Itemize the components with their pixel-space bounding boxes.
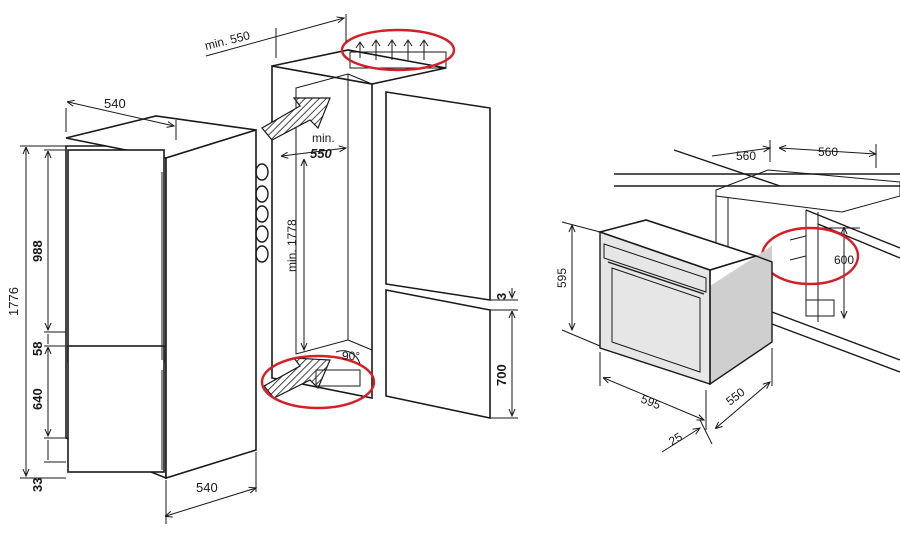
fridge-upper-door bbox=[67, 149, 165, 363]
niche-drawing: min. 550 90° min. 550 min. 1778 3 700 bbox=[203, 14, 518, 419]
niche-min-value: 550 bbox=[310, 146, 332, 161]
niche-upper-door bbox=[385, 91, 491, 301]
fridge-side bbox=[165, 128, 257, 480]
airflow-arrow-icon bbox=[355, 39, 429, 60]
niche-lower-door bbox=[385, 289, 491, 419]
niche-lower-door-label: 700 bbox=[494, 364, 509, 386]
niche-top-depth-label: min. 550 bbox=[203, 28, 251, 53]
oven-depth-label: 550 bbox=[723, 385, 748, 409]
fridge-gap-label: 58 bbox=[30, 342, 45, 356]
airflow-in-arrow-icon bbox=[261, 97, 331, 141]
oven-cabinet-depth-label: 560 bbox=[736, 149, 756, 163]
hinge-icon bbox=[255, 163, 269, 263]
fridge-drawing: 540 540 1776 988 58 640 33 bbox=[6, 96, 269, 524]
oven-width-label: 595 bbox=[639, 392, 663, 413]
niche-top-gap-label: 3 bbox=[494, 293, 509, 300]
fridge-upper-door-label: 988 bbox=[30, 240, 45, 262]
oven-height-label: 595 bbox=[555, 268, 569, 288]
airflow-bottom-arrow-icon bbox=[263, 357, 331, 399]
oven-cabinet-width-label: 560 bbox=[818, 145, 838, 159]
bottom-vent-highlight bbox=[260, 354, 376, 410]
oven-opening-label: 600 bbox=[834, 253, 854, 267]
top-vent-highlight bbox=[340, 28, 456, 72]
fridge-lower-door-label: 640 bbox=[30, 388, 45, 410]
niche-min-label: min. bbox=[312, 131, 335, 145]
fridge-total-height-label: 1776 bbox=[6, 287, 21, 316]
niche-height-label: min. 1778 bbox=[285, 219, 299, 272]
fridge-width-bottom-label: 540 bbox=[196, 480, 218, 495]
oven-drawing: 560 560 600 595 595 550 2 bbox=[555, 140, 900, 453]
fridge-width-top-label: 540 bbox=[104, 96, 126, 111]
fridge-base-label: 33 bbox=[30, 478, 45, 492]
niche-angle-label: 90° bbox=[342, 349, 360, 363]
oven-front-label: 25 bbox=[666, 429, 685, 448]
fridge-lower-door bbox=[67, 345, 165, 473]
